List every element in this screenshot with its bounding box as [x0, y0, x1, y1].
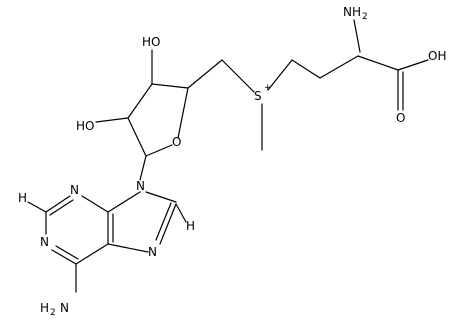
label-n7: N — [148, 245, 157, 259]
bond-c6-c5 — [75, 243, 109, 265]
bond-c2-c3 — [127, 83, 153, 119]
bond-n1-c6 — [51, 249, 77, 265]
bond-o-c1 — [145, 144, 173, 157]
bond-c8-h — [175, 203, 187, 223]
label-h2n-n: N — [60, 301, 69, 315]
bond-c-oh — [397, 59, 429, 71]
bond-c8-n7-2 — [155, 202, 172, 241]
bond-c2-oh — [95, 117, 129, 123]
bond-c1-c2 — [127, 117, 147, 157]
label-s: S — [254, 89, 262, 103]
bond-ca-cb — [319, 55, 359, 79]
label-n9: N — [136, 179, 145, 193]
bond-n9-c4 — [107, 191, 141, 213]
label-nh2-top: NH — [343, 5, 361, 19]
bonds — [27, 19, 429, 293]
bond-n3-c2 — [45, 195, 71, 213]
bond-c8-n7 — [159, 203, 177, 245]
bond-n9-c8 — [145, 191, 177, 203]
bond-c4-o — [177, 87, 189, 139]
label-ho-top: HO — [142, 35, 160, 49]
label-ho-left: HO — [76, 119, 94, 133]
label-s-charge: + — [264, 83, 272, 93]
label-o-ring: O — [172, 135, 181, 149]
bond-c3-c4 — [151, 83, 189, 89]
atom-labels: NH 2 OH O S + HO HO O N N N N H H H 2 N — [18, 5, 446, 318]
bond-cg-s — [267, 59, 293, 91]
label-oh-acid: OH — [428, 49, 446, 63]
bond-c1-n9 — [139, 155, 147, 181]
bond-n3-c2-2 — [49, 199, 74, 216]
bond-c5-c4 — [187, 59, 223, 89]
bond-s-c5 — [221, 59, 255, 93]
label-h2: H — [18, 191, 27, 205]
label-h2n-sub: 2 — [50, 308, 56, 318]
bond-c4-n3 — [81, 195, 109, 213]
bond-n1-c6-2 — [55, 245, 79, 260]
bond-ca-n — [353, 19, 361, 53]
bond-ca-cooh — [357, 55, 399, 71]
label-o-acid: O — [396, 111, 405, 125]
bond-c2-h — [27, 201, 47, 213]
label-h8: H — [186, 219, 195, 233]
label-h2n-h: H — [40, 301, 49, 315]
label-n1: N — [40, 235, 49, 249]
label-nh2-top-sub: 2 — [362, 12, 368, 22]
label-n3: N — [70, 183, 79, 197]
bond-cb-cg — [291, 59, 321, 79]
bond-n7-c5 — [107, 243, 149, 253]
